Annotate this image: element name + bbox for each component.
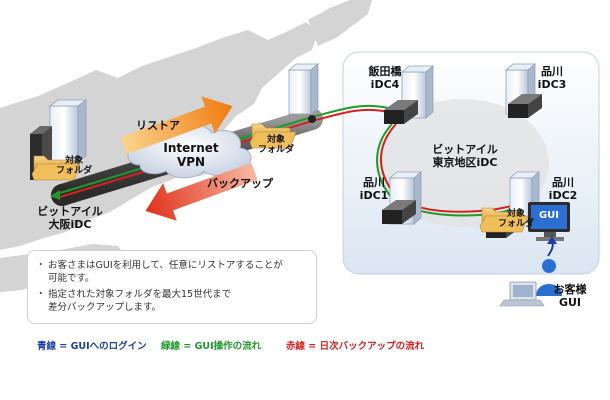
gui-monitor-label: GUI (538, 210, 560, 221)
gui-monitor-icon (528, 202, 570, 241)
idc4-label: 飯田橋 iDC4 (368, 65, 402, 91)
blue-arrowhead (547, 236, 557, 244)
server-idc3 (508, 94, 542, 118)
folder-middle-label: 対象 フォルダ (257, 135, 294, 156)
folder-idc2-icon (479, 207, 529, 233)
red-flow-line-idc4 (311, 108, 389, 122)
folder-osaka-icon (31, 155, 81, 181)
notes-box: お客さまはGUIを利用して、任意にリストアすることが 可能です。 指定された対象… (27, 250, 317, 324)
server-idc4 (384, 100, 418, 124)
restore-label: リストア (136, 119, 180, 132)
backup-arrow (145, 162, 258, 221)
building-osaka (48, 99, 88, 163)
tokyo-area-label: ビットアイル 東京地区iDC (432, 143, 498, 169)
restore-arrow (120, 96, 233, 155)
idc2-label: 品川 iDC2 (548, 176, 578, 202)
customer-gui-label: お客様 GUI (553, 283, 587, 309)
idc3-label: 品川 iDC3 (537, 65, 567, 91)
folder-osaka-label: 対象 フォルダ (55, 156, 92, 177)
green-arrowhead (50, 190, 60, 200)
server-idc1 (382, 200, 416, 224)
note-item: 指定された対象フォルダを最大15世代まで 差分バックアップします。 (36, 288, 308, 314)
backup-label: バックアップ (207, 177, 273, 190)
note-item: お客さまはGUIを利用して、任意にリストアすることが 可能です。 (36, 259, 308, 285)
osaka-idc-label: ビットアイル 大阪iDC (37, 205, 103, 231)
internet-vpn-label: Internet VPN (163, 141, 219, 169)
folder-middle-icon (249, 123, 297, 149)
legend-blue: 青線 = GUIへのログイン (37, 341, 147, 352)
idc1-label: 品川 iDC1 (359, 176, 389, 202)
green-flow-line-idc4 (311, 104, 389, 118)
pipe-junction (308, 115, 316, 123)
legend-red: 赤線 = 日次バックアップの流れ (286, 341, 425, 352)
customer-icon (499, 259, 562, 307)
folder-idc2-label: 対象 フォルダ (497, 209, 534, 230)
building-middle (287, 63, 320, 115)
legend-green: 緑線 = GUI操作の流れ (161, 341, 262, 352)
